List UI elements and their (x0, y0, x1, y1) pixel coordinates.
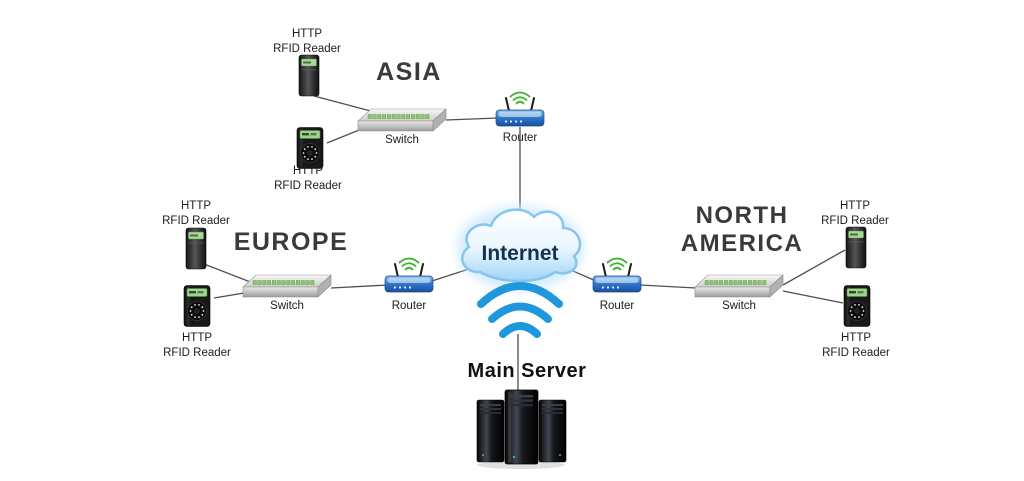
wifi-signal-icon (477, 282, 563, 338)
rfid-label-line1: HTTP (180, 200, 212, 212)
na-rfid-reader-bottom-icon (841, 284, 873, 328)
rfid-label-line2: RFID Reader (162, 214, 230, 227)
asia-router-label: Router (502, 132, 538, 144)
edge-na-router-switch (639, 284, 697, 289)
region-label-asia: ASIA (376, 58, 442, 86)
internet-label: Internet (481, 242, 558, 265)
internet-cloud: Internet (456, 206, 584, 290)
na-router-label: Router (599, 300, 635, 312)
rfid-label-line2: RFID Reader (274, 179, 342, 192)
europe-switch-icon (241, 272, 333, 302)
asia-rfid-reader-top-icon (296, 53, 322, 98)
europe-router-label: Router (391, 300, 427, 312)
edge-europe-router-internet (431, 267, 473, 282)
europe-rfid-reader-bottom-icon (181, 284, 213, 328)
edge-na-switch-rfid-bottom (782, 290, 844, 304)
asia-rfid-top-label: HTTP RFID Reader (247, 27, 367, 56)
rfid-label-line1: HTTP (292, 165, 324, 177)
main-server-label: Main Server (467, 360, 587, 382)
europe-rfid-bottom-label: HTTP RFID Reader (137, 331, 257, 360)
europe-rfid-reader-top-icon (183, 226, 209, 271)
na-rfid-bottom-label: HTTP RFID Reader (796, 331, 916, 360)
europe-router-icon (383, 256, 435, 302)
na-switch-label: Switch (722, 300, 756, 312)
na-rfid-reader-top-icon (843, 225, 869, 270)
rfid-label-line1: HTTP (839, 200, 871, 212)
rfid-label-line2: RFID Reader (273, 42, 341, 55)
region-label-north-america: NORTH AMERICA (680, 202, 804, 257)
asia-switch-label: Switch (385, 134, 419, 146)
edge-europe-switch-router (330, 284, 389, 289)
na-switch-icon (693, 272, 785, 302)
rfid-label-line2: RFID Reader (822, 346, 890, 359)
na-router-icon (591, 256, 643, 302)
rfid-label-line1: HTTP (291, 28, 323, 40)
na-rfid-top-label: HTTP RFID Reader (795, 199, 915, 228)
edge-na-switch-rfid-top (782, 249, 846, 286)
asia-router-icon (494, 90, 546, 136)
rfid-label-line1: HTTP (840, 332, 872, 344)
asia-switch-icon (356, 106, 448, 136)
asia-rfid-bottom-label: HTTP RFID Reader (248, 164, 368, 193)
europe-switch-label: Switch (270, 300, 304, 312)
rfid-label-line2: RFID Reader (821, 214, 889, 227)
rfid-label-line1: HTTP (181, 332, 213, 344)
rfid-label-line2: RFID Reader (163, 346, 231, 359)
region-label-europe: EUROPE (233, 228, 349, 256)
main-server-icon (474, 385, 569, 470)
europe-rfid-top-label: HTTP RFID Reader (136, 199, 256, 228)
edge-asia-switch-router (445, 117, 499, 121)
